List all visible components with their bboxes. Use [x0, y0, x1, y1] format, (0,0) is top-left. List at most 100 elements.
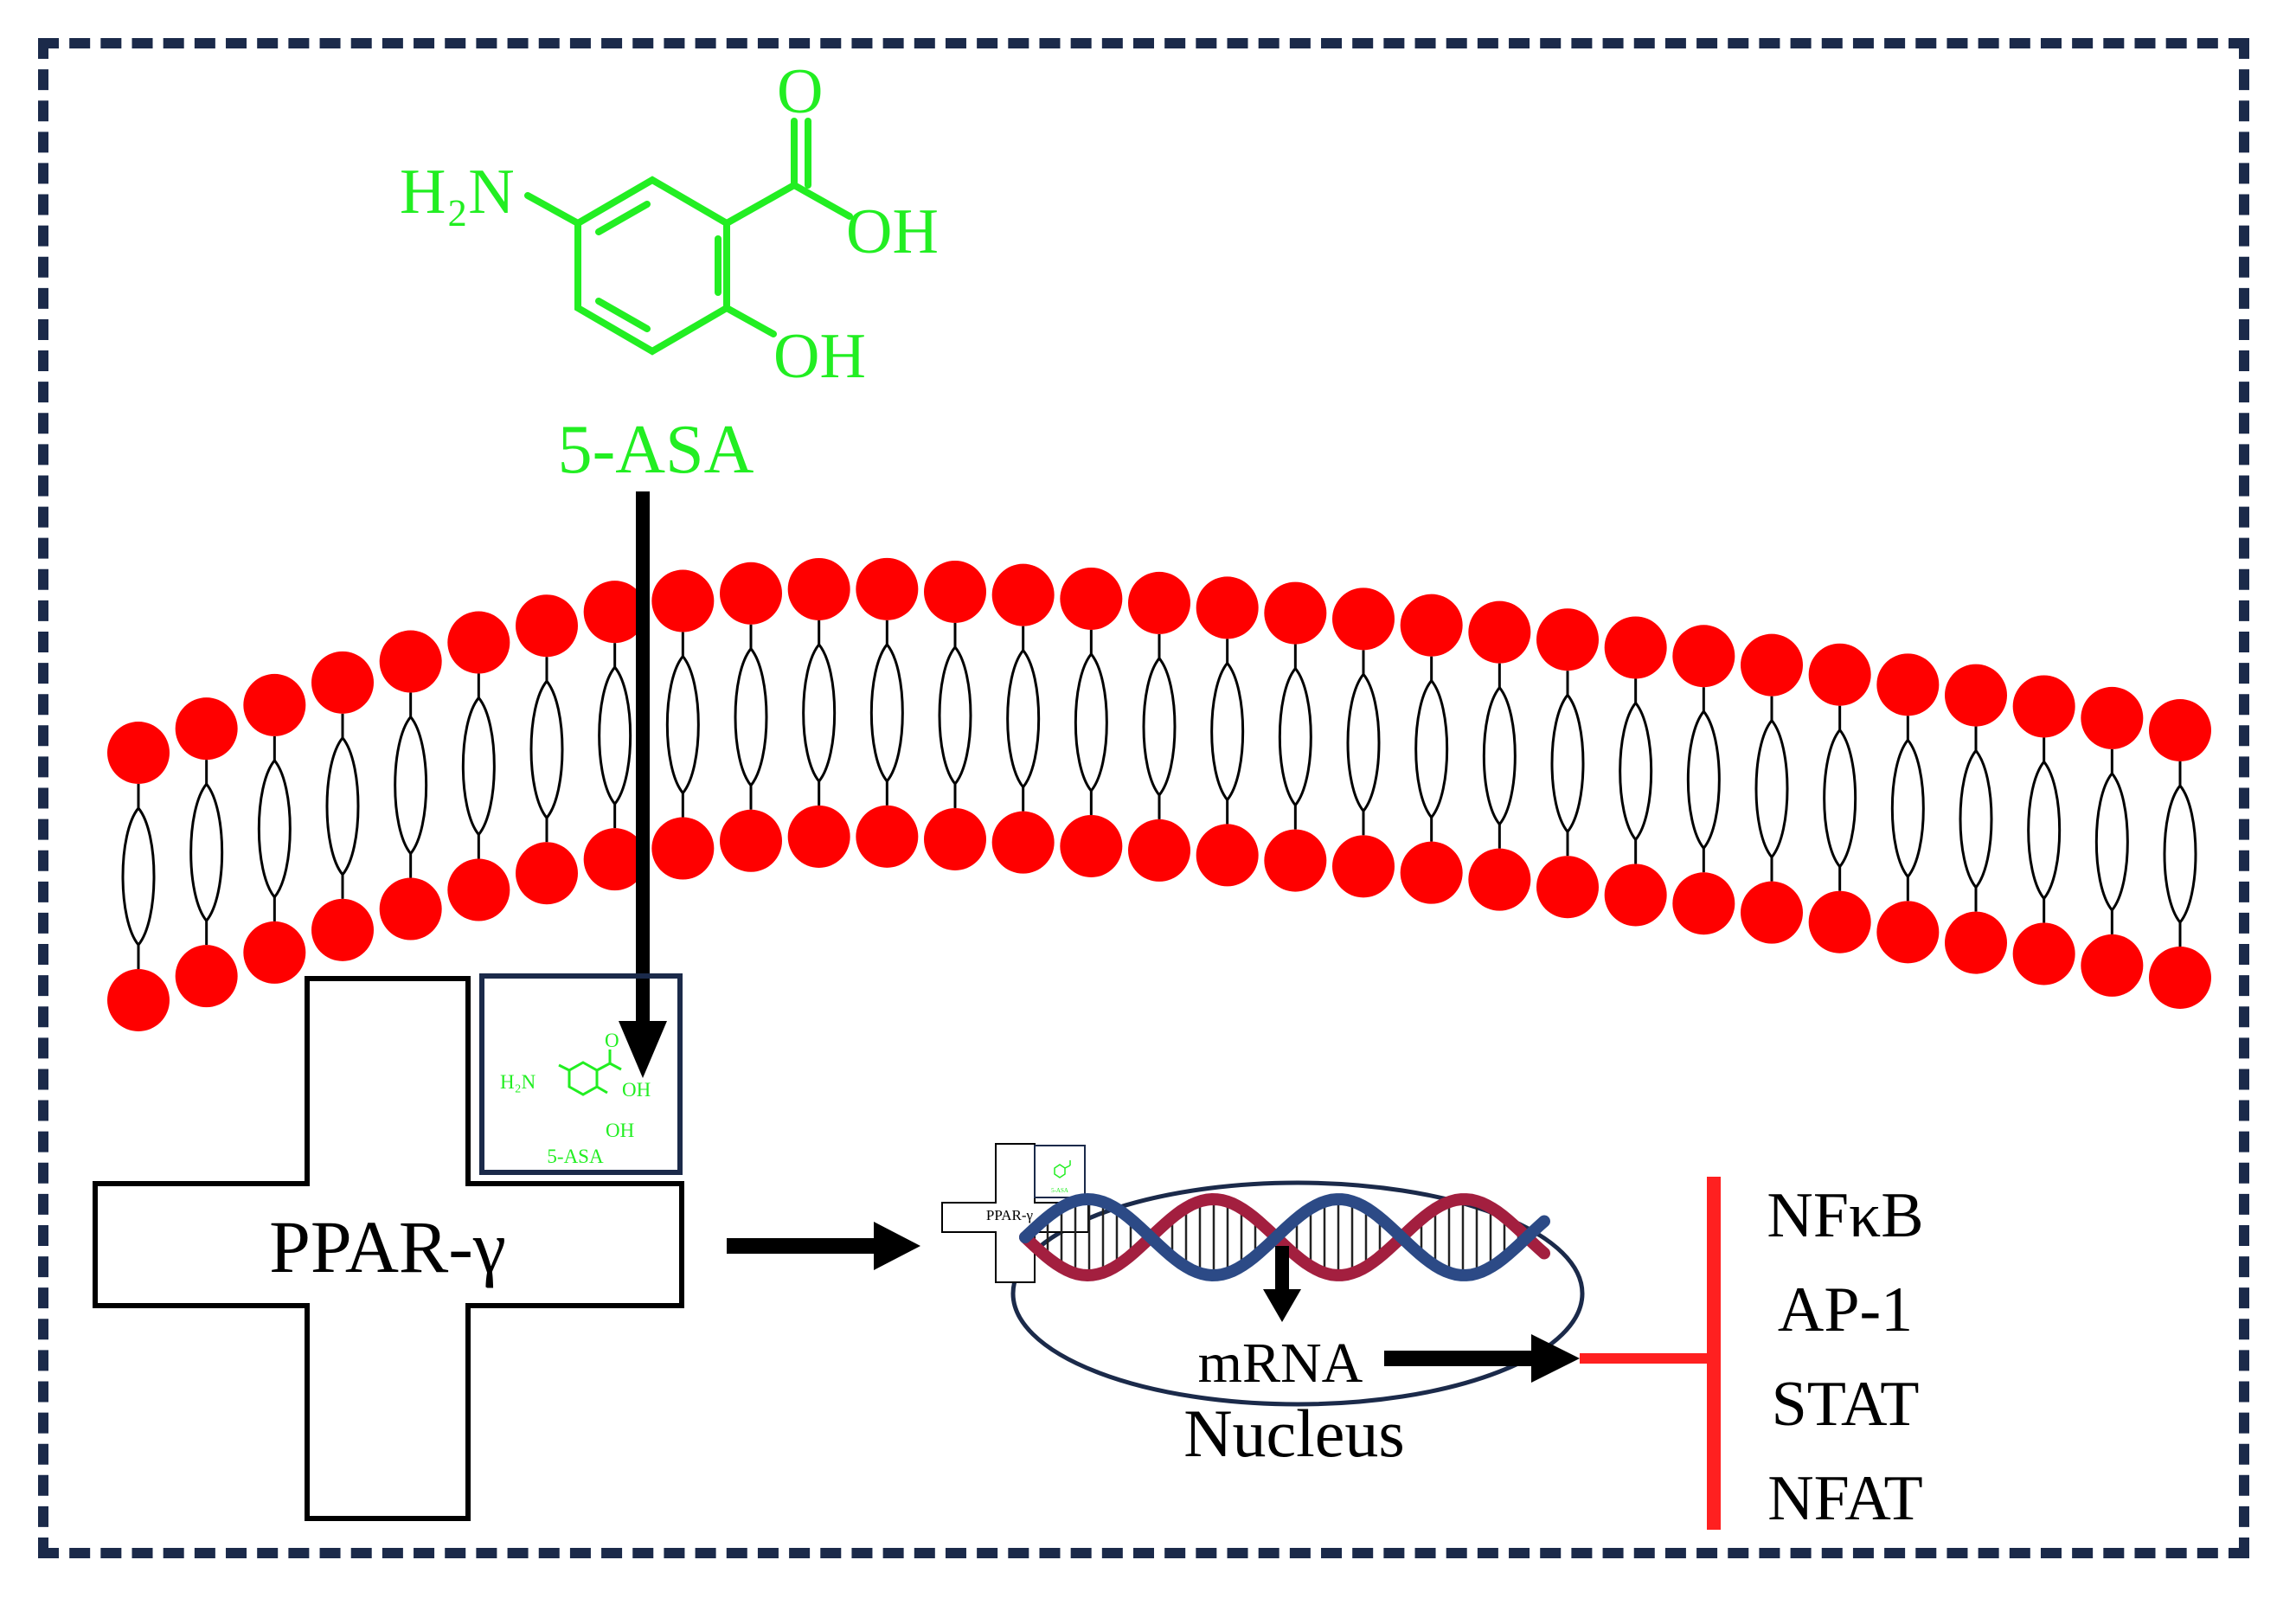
lipid-head-outer: [1196, 576, 1259, 639]
lipid-head-outer: [1400, 594, 1463, 657]
lipid-head-outer: [1060, 567, 1123, 630]
lipid-head-outer: [447, 611, 510, 674]
lipid-tail: [1890, 737, 1925, 879]
lipid-tail: [1346, 671, 1381, 813]
lipid-tail: [121, 806, 156, 947]
lipid-head-outer: [311, 651, 374, 714]
inset-ligand-label: 5-ASA: [1051, 1187, 1068, 1194]
lipid-tail: [2027, 760, 2062, 901]
lipid-tail: [1074, 652, 1108, 793]
lipid-head-inner: [1332, 835, 1395, 898]
dna-helix: [1019, 1192, 1550, 1282]
5-asa-structure: [524, 118, 853, 356]
lipid-tail: [802, 642, 837, 784]
binding-site-box: [479, 973, 683, 1175]
lipid-head-outer: [1672, 625, 1735, 688]
lipid-head-inner: [107, 969, 170, 1031]
lipid-head-inner: [1604, 863, 1667, 927]
lipid-head-inner: [1876, 901, 1940, 964]
lipid-head-inner: [311, 898, 374, 961]
lipid-head-inner: [1808, 890, 1871, 953]
lipid-head-inner: [583, 828, 646, 891]
lipid-head-outer: [583, 581, 646, 644]
lipid-tail: [1278, 666, 1312, 807]
amine-label: H₂N: [400, 157, 515, 228]
lipid-tail: [325, 735, 360, 877]
lipid-head-outer: [856, 557, 919, 620]
lipid-head-inner: [1672, 872, 1735, 935]
carbonyl-o-label: O: [777, 56, 823, 127]
ppar-gamma-receptor: [93, 976, 684, 1521]
target-nfkb: NFκB: [1767, 1180, 1923, 1251]
lipid-head-outer: [1128, 571, 1190, 634]
lipid-head-inner: [991, 811, 1055, 874]
lipid-head-outer: [107, 722, 170, 784]
lipid-tail: [461, 696, 496, 837]
lipid-head-outer: [1808, 643, 1871, 706]
lipid-head-inner: [447, 858, 510, 921]
lipid-tail: [1754, 718, 1789, 860]
lipid-head-inner: [2149, 947, 2211, 1009]
lipid-head-inner: [1264, 829, 1327, 892]
lipid-head-inner: [651, 817, 715, 880]
target-nfat: NFAT: [1767, 1463, 1923, 1534]
lipid-tail: [529, 678, 564, 820]
lipid-tail: [189, 781, 224, 923]
phenol-oh-label: OH: [773, 321, 866, 392]
lipid-tail: [1414, 678, 1449, 820]
lipid-head-outer: [243, 673, 306, 736]
lipid-head-outer: [175, 697, 238, 761]
bound-molecule-name: 5-ASA: [547, 1146, 604, 1167]
mrna-label: mRNA: [1198, 1332, 1363, 1395]
lipid-head-inner: [1536, 856, 1599, 919]
lipid-tail: [257, 758, 292, 900]
bound-amine-label: H₂N: [500, 1071, 536, 1093]
bound-5-asa-structure: [558, 1050, 622, 1096]
target-ap1: AP-1: [1778, 1274, 1913, 1345]
lipid-head-outer: [2081, 686, 2144, 749]
dna-strand-red: [1019, 1192, 1550, 1282]
lipid-head-outer: [1468, 600, 1531, 664]
complex-inset: PPAR-γ 5-ASA: [941, 1143, 1089, 1283]
lipid-head-inner: [924, 807, 986, 870]
lipid-head-outer: [1604, 616, 1667, 679]
lipid-tail: [665, 654, 700, 795]
lipid-head-outer: [516, 594, 578, 658]
lipid-head-inner: [856, 805, 919, 868]
lipid-tail: [734, 646, 768, 788]
lipid-head-inner: [1468, 848, 1531, 911]
molecule-name-label: 5-ASA: [558, 412, 754, 488]
lipid-head-inner: [1196, 824, 1259, 887]
lipid-tail: [2163, 783, 2197, 925]
lipid-head-outer: [1741, 633, 1803, 697]
lipid-head-inner: [175, 945, 238, 1008]
lipid-bilayer: [107, 557, 2211, 1031]
lipid-tail: [1006, 648, 1041, 790]
lipid-head-inner: [1128, 819, 1190, 882]
inhibition-bar: [1580, 1177, 1721, 1530]
lipid-tail: [1482, 685, 1517, 827]
dna-strand-blue: [1019, 1192, 1550, 1282]
lipid-head-inner: [243, 921, 306, 984]
receptor-label: PPAR-γ: [269, 1205, 506, 1288]
bound-phenol-label: OH: [606, 1120, 634, 1141]
lipid-head-outer: [2149, 699, 2211, 761]
lipid-head-inner: [2012, 922, 2075, 985]
lipid-tail: [1823, 728, 1857, 870]
lipid-head-outer: [651, 569, 715, 632]
lipid-head-inner: [1400, 841, 1463, 904]
lipid-head-inner: [787, 805, 850, 868]
lipid-head-outer: [787, 557, 850, 620]
lipid-head-inner: [1945, 911, 2007, 974]
lipid-head-inner: [379, 877, 442, 941]
lipid-tail: [938, 645, 972, 786]
lipid-tail: [1619, 701, 1653, 842]
transcription-arrow: [1263, 1246, 1301, 1322]
lipid-head-outer: [1264, 581, 1327, 645]
lipid-tail: [394, 715, 428, 856]
lipid-tail: [1142, 656, 1177, 798]
dashed-frame: [38, 38, 2249, 1558]
lipid-tail: [1959, 748, 1993, 889]
bound-carboxyl-label: OH: [622, 1079, 651, 1101]
